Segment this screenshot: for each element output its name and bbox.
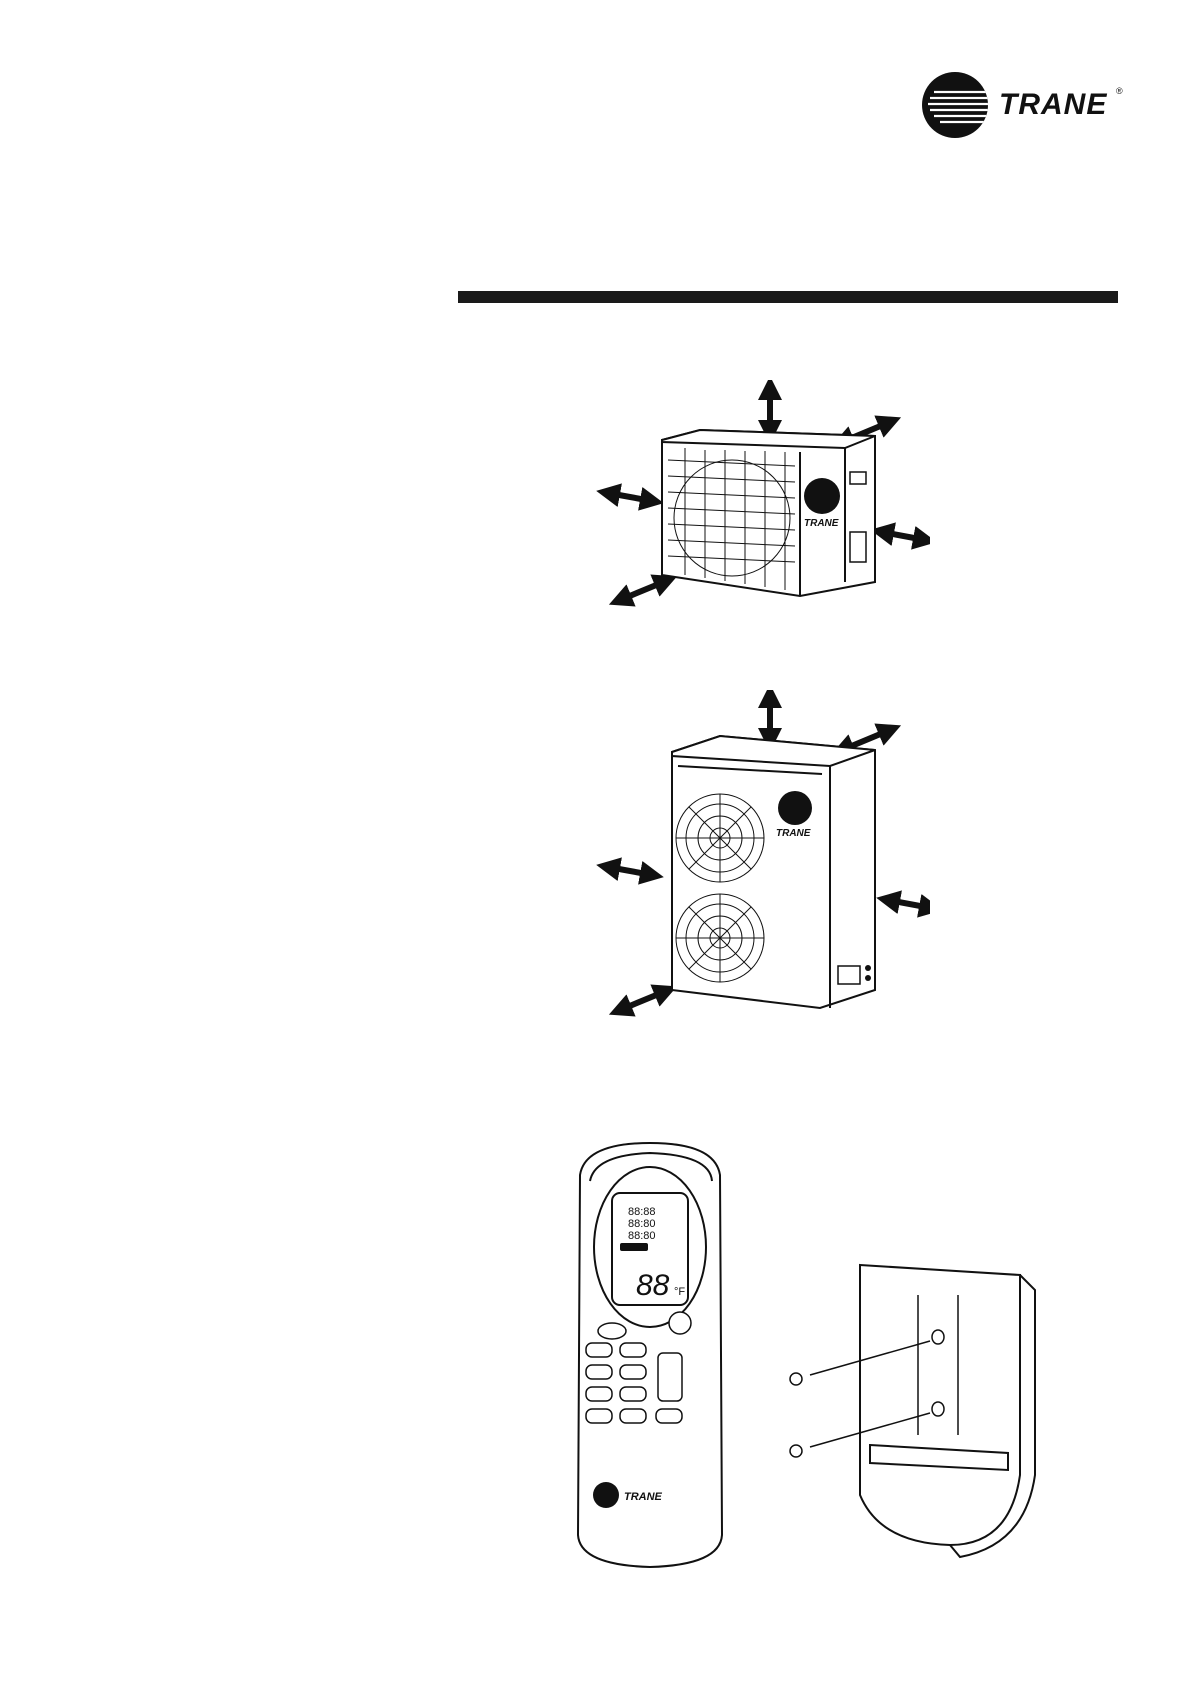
outdoor-unit-double-fan-figure: TRANE xyxy=(590,690,930,1020)
trane-logo: TRANE ® xyxy=(920,70,1130,140)
display-unit: °F xyxy=(674,1286,685,1298)
svg-text:88:80: 88:80 xyxy=(628,1218,656,1230)
unit2-logo-icon xyxy=(778,791,812,825)
svg-text:88:88: 88:88 xyxy=(628,1206,656,1218)
svg-text:88:80: 88:80 xyxy=(628,1230,656,1242)
remote-controller-figure: 88:88 88:80 88:80 88 °F TRANE xyxy=(550,1135,750,1575)
unit-logo-icon xyxy=(804,478,840,514)
trane-globe-icon xyxy=(920,70,990,140)
unit2-brand-label: TRANE xyxy=(776,828,811,839)
display-temperature: 88 xyxy=(636,1269,670,1302)
remote-holder-figure xyxy=(780,1245,1040,1565)
brand-name: TRANE xyxy=(999,88,1107,122)
remote-logo-icon xyxy=(593,1482,619,1508)
unit-brand-label: TRANE xyxy=(804,518,839,529)
remote-brand-label: TRANE xyxy=(624,1491,663,1503)
section-rule xyxy=(458,291,1118,303)
outdoor-unit-single-fan-figure: TRANE xyxy=(590,380,930,610)
registered-mark: ® xyxy=(1116,86,1123,96)
